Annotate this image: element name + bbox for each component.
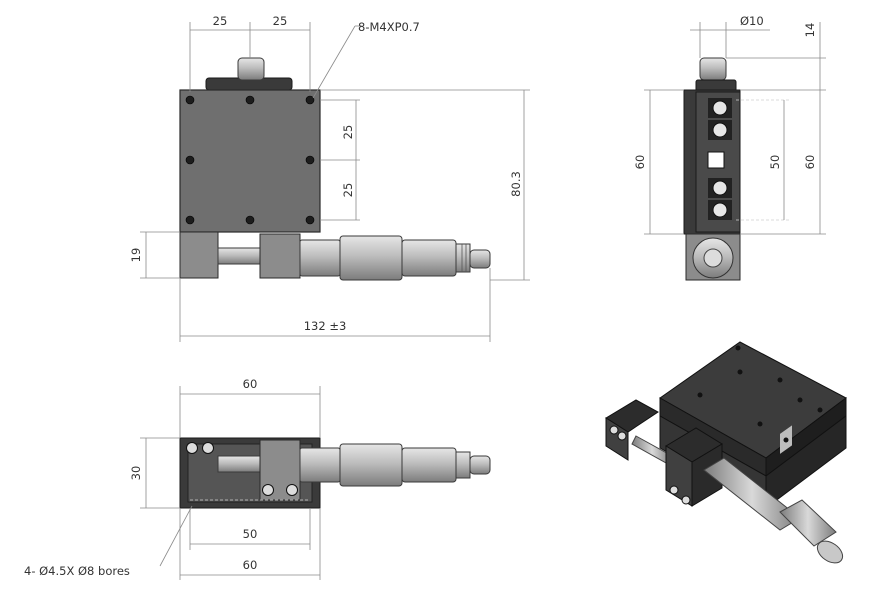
side-dim-right: 60 (803, 155, 817, 170)
bottom-bores (186, 442, 298, 496)
dim-right-lower: 25 (341, 183, 355, 198)
bottom-dim-width: 60 (243, 558, 258, 572)
side-adjust-screws (707, 98, 732, 220)
callout-holes: 8-M4XP0.7 (358, 20, 420, 34)
bottom-shaft (217, 455, 263, 473)
dim-right-upper: 25 (341, 125, 355, 140)
bottom-dim-height: 30 (129, 466, 143, 481)
top-plate (179, 89, 321, 233)
bottom-dim-inner: 50 (243, 527, 258, 541)
side-lock-knob (699, 57, 727, 81)
bottom-view: 60 30 50 60 4- Ø4.5X Ø8 bores (24, 377, 491, 580)
dim-total-length: 132 ±3 (304, 319, 347, 333)
dim-left-height: 19 (129, 248, 143, 263)
mounting-screws (185, 95, 315, 225)
dim-top-left: 25 (213, 14, 228, 28)
dim-diameter: Ø10 (740, 14, 764, 28)
bottom-dim-top: 60 (243, 377, 258, 391)
side-dim-left: 60 (633, 155, 647, 170)
dim-top-height: 14 (803, 23, 817, 38)
micrometer-clamp (259, 233, 301, 279)
micrometer-cap (455, 243, 471, 273)
shaft (217, 247, 263, 265)
side-view: Ø10 14 60 50 60 (633, 14, 826, 281)
front-view: 25 25 8-M4XP0.7 25 25 80.3 19 132 ±3 (129, 14, 530, 342)
side-dim-inner: 50 (768, 155, 782, 170)
dim-total-height: 80.3 (509, 171, 523, 197)
isometric-view (605, 341, 847, 564)
bottom-thimble (339, 443, 403, 487)
micrometer-sleeve (299, 239, 341, 277)
micrometer-end (469, 249, 491, 269)
dim-top-right: 25 (273, 14, 288, 28)
micrometer-ratchet (401, 239, 457, 277)
callout-bores: 4- Ø4.5X Ø8 bores (24, 564, 130, 578)
lock-knob (237, 57, 265, 81)
iso-plate-screws (697, 345, 823, 443)
micrometer-thimble (339, 235, 403, 281)
left-block (179, 231, 219, 279)
